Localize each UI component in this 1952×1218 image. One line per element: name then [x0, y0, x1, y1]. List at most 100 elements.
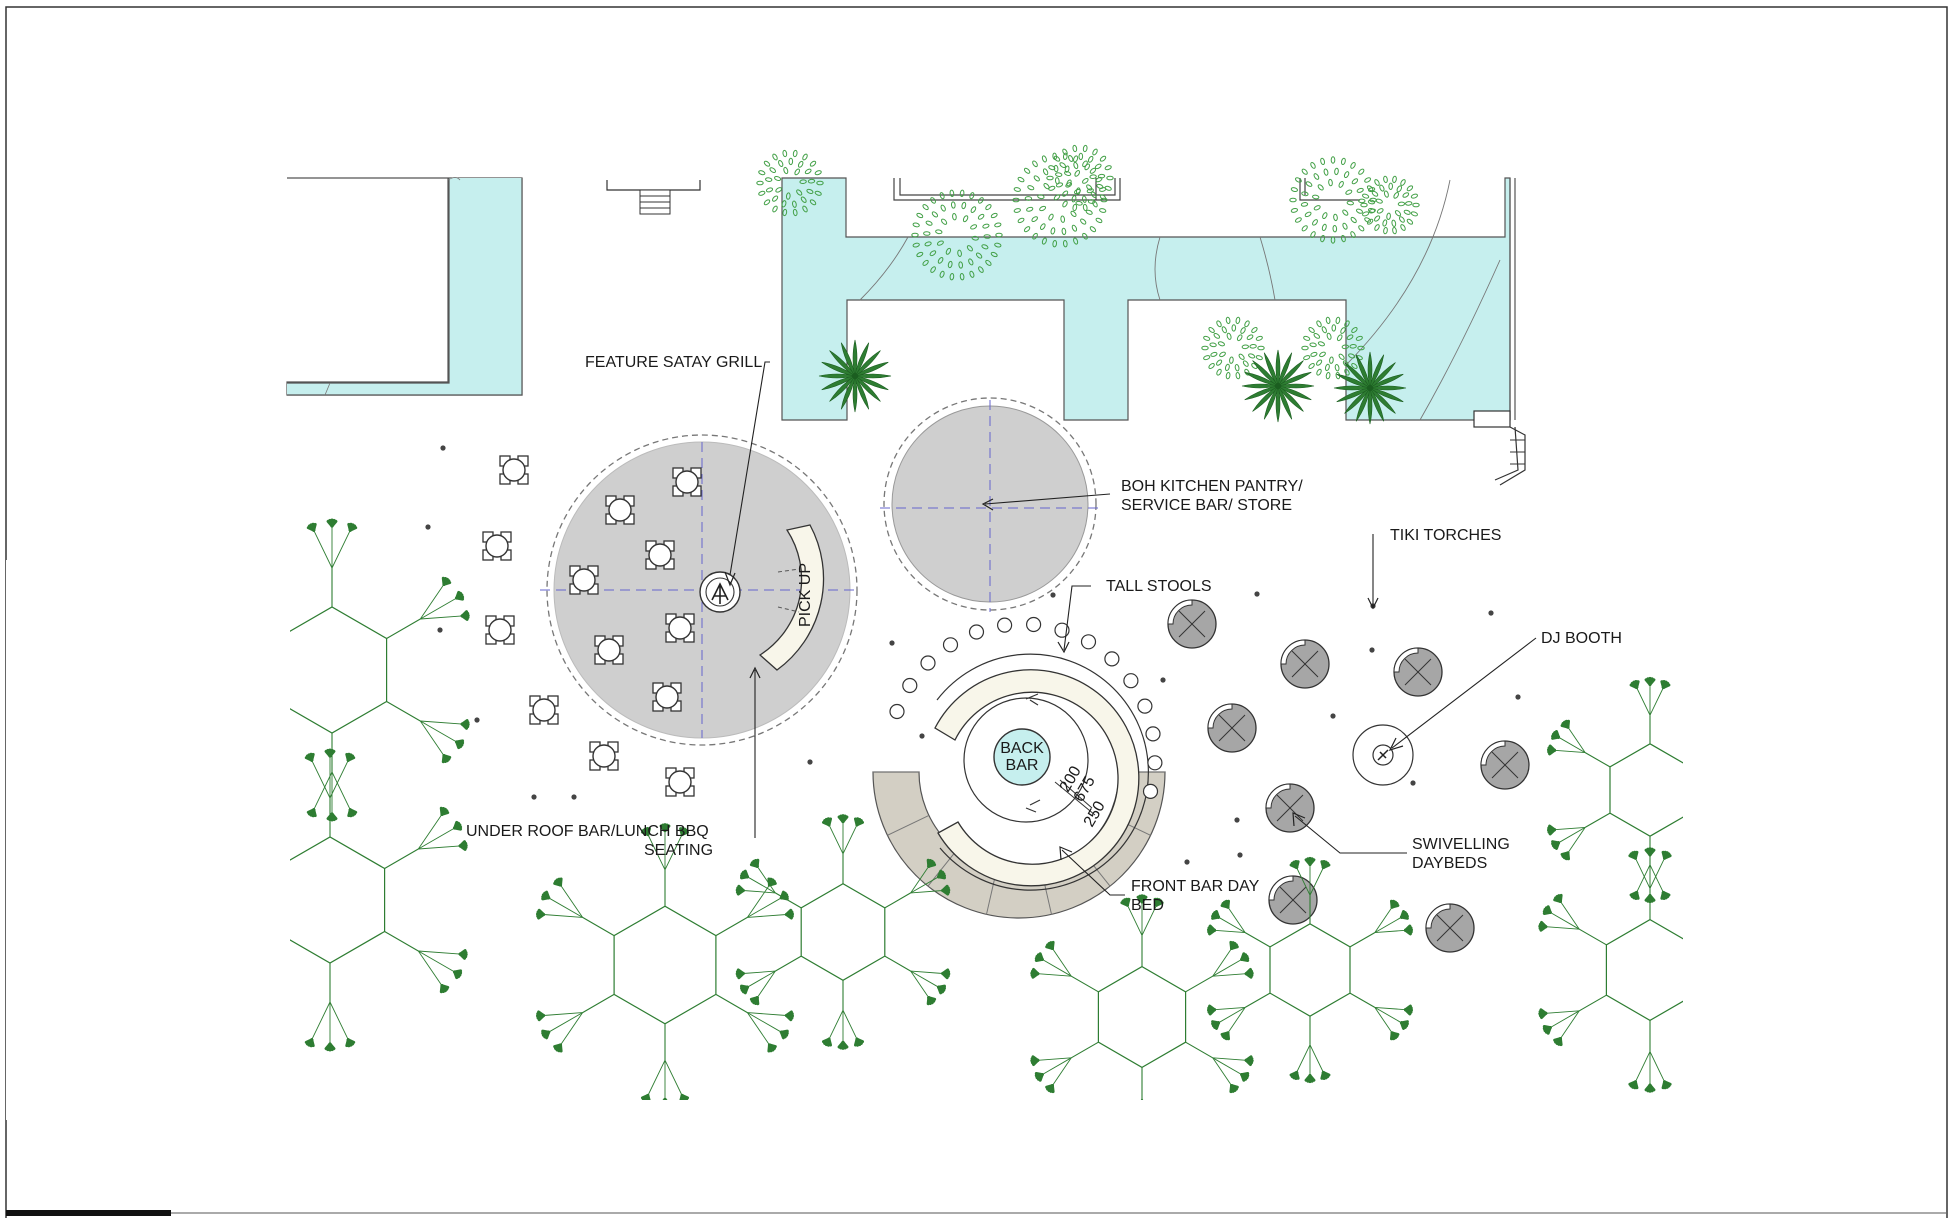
tiki-torches: [425, 445, 1521, 865]
tiki-torch-icon: [1488, 610, 1494, 616]
daybed-icon: [1393, 647, 1443, 697]
table-set-icon: [665, 613, 695, 643]
tree-canopy-icon: [536, 823, 794, 1107]
pool-ladder: [1473, 410, 1526, 486]
boh-kitchen-label-2: SERVICE BAR/ STORE: [1121, 497, 1292, 514]
tiki-torch-icon: [1160, 677, 1166, 683]
shrub-icon: [911, 189, 1003, 281]
pick-up-label: PICK UP: [797, 563, 814, 627]
tiki-torch-icon: [1515, 694, 1521, 700]
stool-icon: [902, 677, 918, 694]
swivelling-daybeds-label-1: SWIVELLING: [1412, 836, 1510, 853]
tiki-torch-icon: [474, 717, 480, 723]
daybed-icon: [1265, 783, 1315, 833]
table-set-icon: [672, 467, 702, 497]
tiki-torch-icon: [571, 794, 577, 800]
table-set-icon: [529, 695, 559, 725]
under-roof-bar-label-2: SEATING: [644, 842, 713, 859]
stool-icon: [1147, 755, 1163, 771]
daybed-icon: [1480, 740, 1530, 790]
front-bar-daybed-label-1: FRONT BAR DAY: [1131, 878, 1260, 895]
table-set-icon: [482, 531, 512, 561]
tiki-torch-icon: [1234, 817, 1240, 823]
table-set-icon: [485, 615, 515, 645]
table-set-icon: [652, 682, 682, 712]
stool-icon: [1142, 783, 1159, 800]
tree-canopy-icon: [735, 814, 951, 1050]
under-roof-bar: [540, 434, 858, 746]
leader-lines: [729, 361, 1537, 896]
stool-icon: [1145, 726, 1161, 742]
leader-arrows: [724, 498, 1404, 861]
stool-icon: [1137, 698, 1153, 714]
left-pool: [286, 177, 523, 396]
dj-booth-icon: [1352, 724, 1414, 786]
main-pool: [781, 177, 1516, 421]
table-set-icon: [594, 635, 624, 665]
tiki-torch-icon: [437, 627, 443, 633]
tiki-torch-icon: [440, 445, 446, 451]
table-set-icon: [605, 495, 635, 525]
stool-icon: [968, 624, 985, 640]
shrub-group: [756, 144, 1420, 380]
table-set-icon: [569, 565, 599, 595]
grill-icon: [699, 571, 741, 613]
shrub-icon: [1301, 316, 1365, 380]
swivelling-daybeds-label-2: DAYBEDS: [1412, 855, 1487, 872]
tree-canopy-icon: [1207, 856, 1413, 1084]
under-roof-bar-label-1: UNDER ROOF BAR/LUNCH BBQ: [466, 823, 709, 840]
stool-icon: [920, 655, 936, 671]
palm-plant-icon: [1333, 351, 1407, 425]
table-set-icon: [499, 455, 529, 485]
stool-icon: [1025, 616, 1042, 633]
outer-table-sets: [482, 455, 695, 797]
palm-group: [818, 339, 1407, 425]
shrub-icon: [1201, 316, 1265, 380]
daybed-icon: [1268, 875, 1318, 925]
bar-counter: [934, 669, 1140, 887]
daybed-icon: [1207, 703, 1257, 753]
tiki-torch-icon: [1184, 859, 1190, 865]
central-bar: [872, 653, 1166, 919]
tiki-torch-icon: [1330, 713, 1336, 719]
tall-stools: [889, 616, 1163, 800]
back-bar-label-1: BACK: [1000, 740, 1044, 757]
tiki-torch-icon: [425, 524, 431, 530]
tiki-torch-icon: [919, 733, 925, 739]
tiki-torch-icon: [1369, 647, 1375, 653]
boh-kitchen-label-1: BOH KITCHEN PANTRY/: [1121, 478, 1303, 495]
daybed-icon: [1280, 639, 1330, 689]
table-set-icon: [665, 767, 695, 797]
stair-feature: [606, 180, 701, 215]
tree-canopies: [192, 518, 1762, 1140]
tall-stools-label: TALL STOOLS: [1106, 578, 1212, 595]
shrub-icon: [1046, 144, 1114, 212]
tiki-torch-icon: [1050, 592, 1056, 598]
tiki-torches-label: TIKI TORCHES: [1390, 527, 1501, 544]
tiki-torch-icon: [1410, 780, 1416, 786]
dj-booth-label: DJ BOOTH: [1541, 630, 1622, 647]
shrub-icon: [756, 149, 824, 217]
pick-up-counter: [758, 524, 825, 671]
shrub-icon: [1360, 175, 1420, 235]
shrub-icon: [1289, 156, 1377, 244]
stool-icon: [1123, 673, 1139, 689]
palm-plant-icon: [1241, 349, 1315, 423]
tiki-torch-icon: [889, 640, 895, 646]
swivelling-daybeds: [1167, 599, 1530, 953]
boh-kitchen: [880, 397, 1100, 612]
drawing-frame: [5, 6, 1948, 1218]
tiki-torch-icon: [531, 794, 537, 800]
tiki-torch-icon: [1254, 591, 1260, 597]
stool-icon: [1080, 634, 1097, 650]
table-set-icon: [589, 741, 619, 771]
stool-icon: [889, 703, 905, 720]
daybed-icon: [1167, 599, 1217, 649]
back-bar: [993, 728, 1051, 786]
daybed-icon: [1425, 903, 1475, 953]
shrub-icon: [1012, 152, 1108, 248]
stool-icon: [1104, 651, 1120, 667]
tiki-torch-icon: [1237, 852, 1243, 858]
tiki-torch-icon: [807, 759, 813, 765]
